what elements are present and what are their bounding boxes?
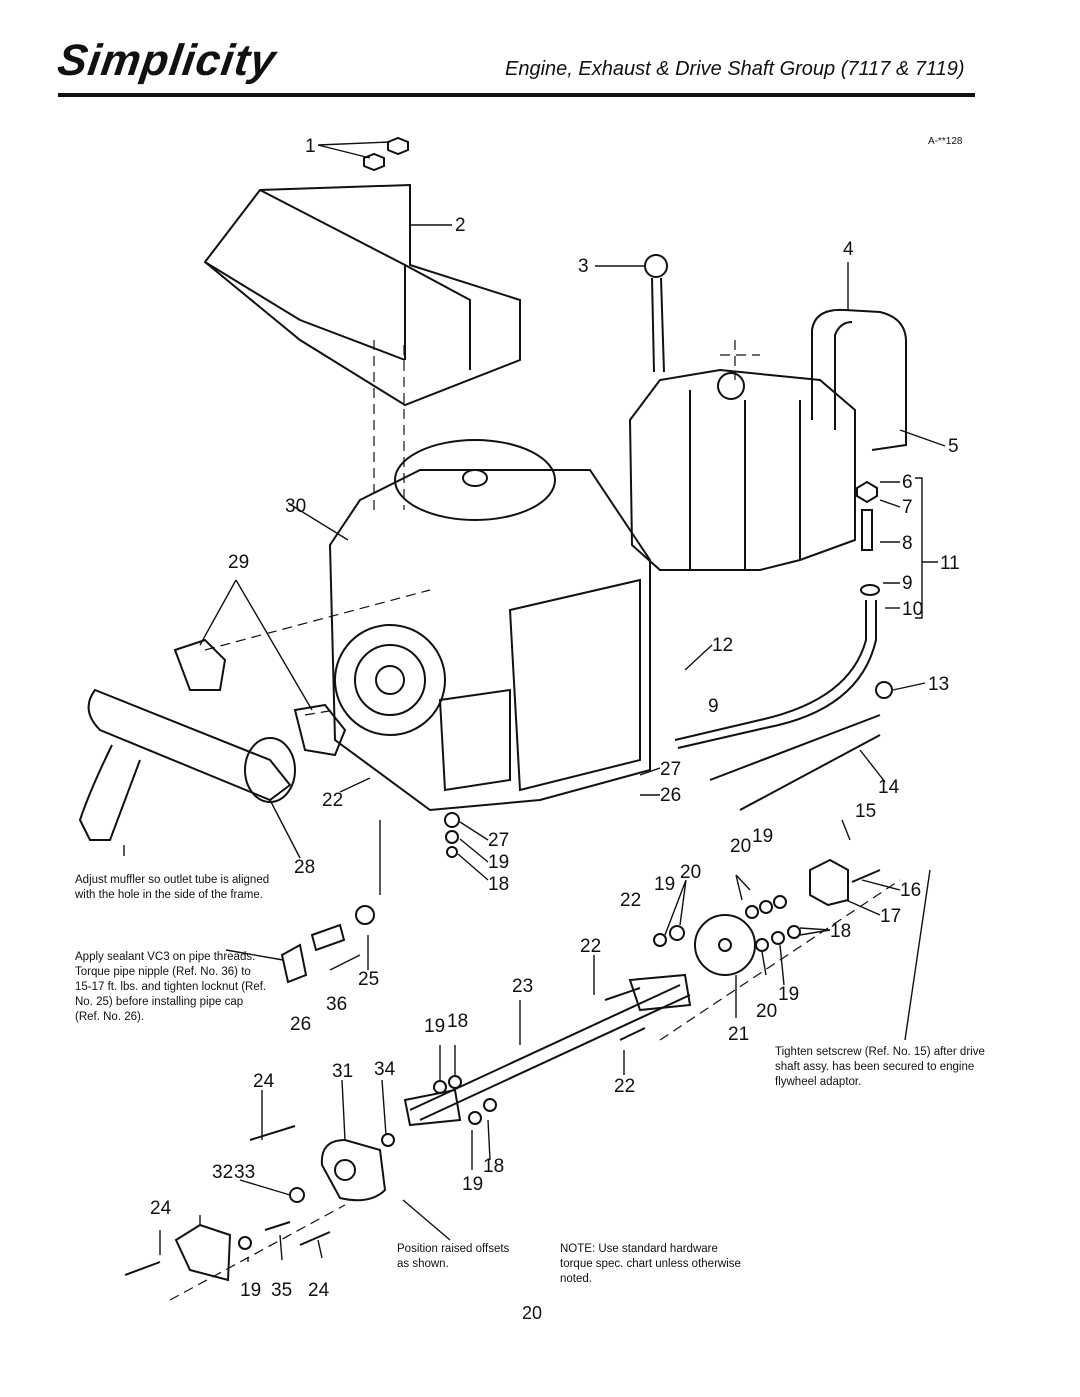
- header-rule: [58, 93, 975, 97]
- callout-6: 6: [902, 472, 913, 493]
- callout-14: 14: [878, 777, 900, 798]
- callout-22: 22: [322, 790, 343, 811]
- callout-27b: 27: [488, 830, 509, 851]
- callout-10: 10: [902, 599, 923, 620]
- note-setscrew: Tighten setscrew (Ref. No. 15) after dri…: [775, 1046, 985, 1088]
- callout-19d: 19: [778, 984, 799, 1005]
- nut-part-1: [363, 136, 409, 172]
- callout-31: 31: [332, 1061, 353, 1082]
- note-offsets: Position raised offsets as shown.: [397, 1243, 510, 1270]
- note-sealant: Apply sealant VC3 on pipe threads. Torqu…: [75, 951, 267, 1023]
- callout-16: 16: [900, 880, 921, 901]
- callout-24b: 24: [150, 1198, 172, 1219]
- callout-18b: 18: [488, 874, 509, 895]
- callout-20c: 20: [756, 1001, 777, 1022]
- callout-28: 28: [294, 857, 315, 878]
- callout-34: 34: [374, 1059, 396, 1080]
- coupler-part-31: [320, 1138, 387, 1202]
- callout-9b: 9: [708, 696, 719, 717]
- callout-19g: 19: [240, 1280, 261, 1301]
- callout-7: 7: [902, 497, 913, 518]
- bolt-parts-22-24-35: [124, 987, 646, 1276]
- callout-21: 21: [728, 1024, 749, 1045]
- callout-24c: 24: [308, 1280, 330, 1301]
- engine-block: [328, 439, 651, 812]
- callout-18d: 18: [483, 1156, 504, 1177]
- callout-26b: 26: [290, 1014, 311, 1035]
- callout-20: 20: [730, 836, 751, 857]
- callout-19f: 19: [462, 1174, 483, 1195]
- tank-strap-part-4: [811, 308, 907, 451]
- dipstick-part-3: [644, 254, 668, 373]
- callout-1: 1: [305, 136, 316, 157]
- muffler-part-28: [78, 688, 296, 841]
- figure-id: A-**128: [928, 136, 963, 147]
- callout-19: 19: [752, 826, 773, 847]
- shroud-part-2: [203, 183, 521, 407]
- drive-shaft-part-23: [403, 973, 692, 1127]
- collar-parts-16-17: [809, 858, 881, 907]
- callout-2: 2: [455, 215, 466, 236]
- callout-19b: 19: [488, 852, 509, 873]
- callout-33: 33: [234, 1162, 255, 1183]
- fuel-fittings-6-10: [674, 480, 880, 749]
- bracket-part-32: [174, 1223, 232, 1282]
- callout-25: 25: [358, 969, 379, 990]
- callout-22c: 22: [580, 936, 601, 957]
- callout-3: 3: [578, 256, 589, 277]
- callout-19e: 19: [424, 1016, 445, 1037]
- adaptor-plate-21: [694, 914, 756, 976]
- callout-30: 30: [285, 496, 306, 517]
- callout-17: 17: [880, 906, 901, 927]
- muffler-clamps-29: [173, 638, 347, 757]
- callout-27: 27: [660, 759, 681, 780]
- page-number: 20: [522, 1303, 543, 1323]
- callout-11: 11: [940, 553, 960, 574]
- callout-19c: 19: [654, 874, 675, 895]
- callout-18: 18: [830, 921, 851, 942]
- callout-18c: 18: [447, 1011, 468, 1032]
- callout-13: 13: [928, 674, 949, 695]
- control-cables-13-14: [709, 681, 893, 811]
- callout-24: 24: [253, 1071, 275, 1092]
- callout-12: 12: [712, 635, 733, 656]
- callout-32: 32: [212, 1162, 233, 1183]
- callout-9: 9: [902, 573, 913, 594]
- callout-numbers: 1 2 3 4 5 6 7 8 11 9 10 12 13 9 27 26 14…: [150, 136, 960, 1301]
- washer-parts-18-19-20: [238, 812, 801, 1250]
- callout-23: 23: [512, 976, 533, 997]
- page-title: Engine, Exhaust & Drive Shaft Group (711…: [505, 58, 965, 80]
- callout-8: 8: [902, 533, 913, 554]
- callout-15: 15: [855, 801, 876, 822]
- callout-35: 35: [271, 1280, 292, 1301]
- callout-4: 4: [843, 239, 854, 260]
- note-muffler: Adjust muffler so outlet tube is aligned…: [75, 874, 270, 901]
- callout-36: 36: [326, 994, 347, 1015]
- fuel-tank: [628, 368, 856, 571]
- callout-26: 26: [660, 785, 681, 806]
- callout-29: 29: [228, 552, 249, 573]
- note-hardware: NOTE: Use standard hardware torque spec.…: [560, 1243, 741, 1285]
- callout-22b: 22: [620, 890, 641, 911]
- callout-20b: 20: [680, 862, 701, 883]
- callout-22d: 22: [614, 1076, 635, 1097]
- callout-5: 5: [948, 436, 959, 457]
- pipe-fittings-25-26-36: [280, 905, 375, 984]
